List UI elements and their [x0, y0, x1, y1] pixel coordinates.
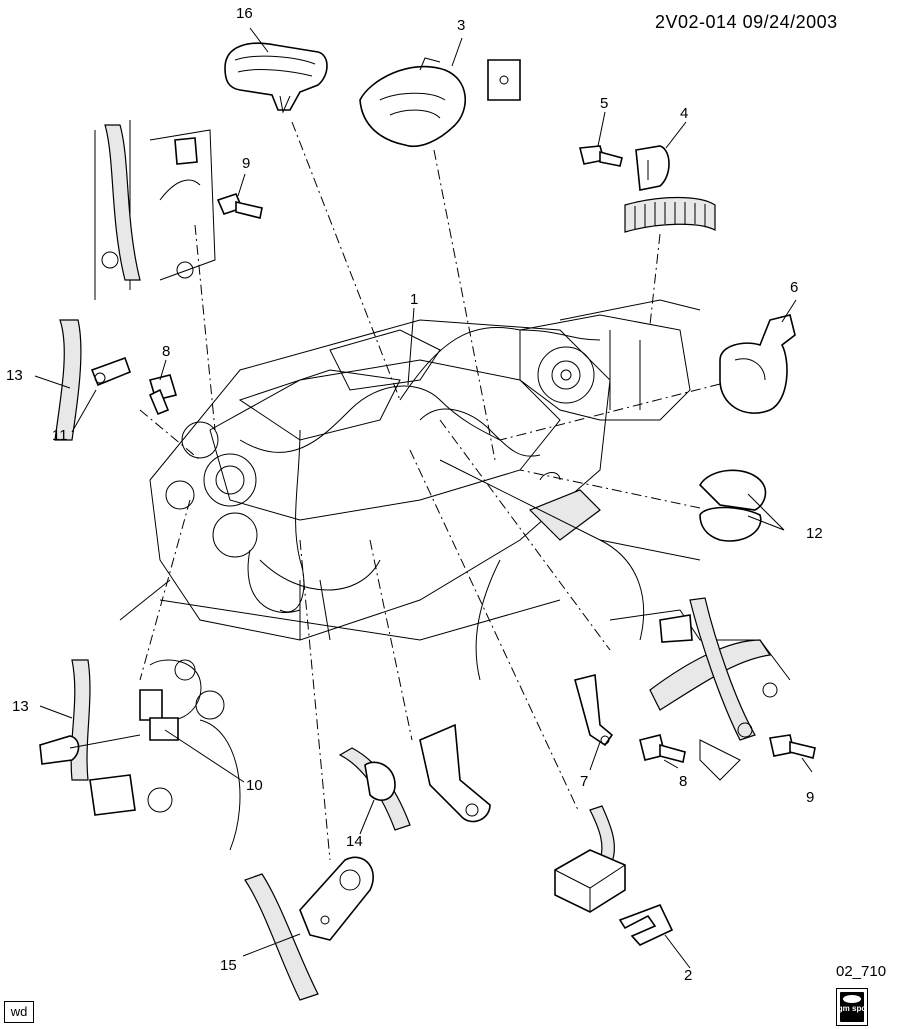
part-6-clamp: [719, 314, 796, 414]
callout-14: 14: [346, 833, 363, 850]
callout-15: 15: [220, 957, 237, 974]
callout-16: 16: [236, 5, 253, 22]
gm-spo-logo: gm spo: [836, 988, 868, 1026]
doc-date: 09/24/2003: [742, 12, 838, 32]
callout-10: 10: [246, 777, 263, 794]
wd-label: wd: [4, 1001, 34, 1023]
doc-code: 2V02-014: [655, 12, 738, 32]
callout-13-bottom: 13: [12, 698, 29, 715]
figure-code: 02_710: [836, 963, 886, 980]
callout-5: 5: [600, 95, 608, 112]
callout-12: 12: [806, 525, 823, 542]
part-5-bolt: [578, 145, 623, 167]
callout-1: 1: [410, 291, 418, 308]
callout-3: 3: [457, 17, 465, 34]
callout-9-top: 9: [242, 155, 250, 172]
part-16-loom-clip: [224, 42, 328, 114]
callout-7: 7: [580, 773, 588, 790]
callout-4: 4: [680, 105, 688, 122]
gm-logo-oval: [843, 995, 861, 1003]
detail-lower-right: [574, 597, 816, 781]
engine-assembly: [119, 299, 701, 681]
part-12-grommet: [698, 469, 767, 542]
callout-2: 2: [684, 967, 692, 984]
part-15-bracket: [244, 856, 374, 1001]
callout-8-right: 8: [679, 773, 687, 790]
detail-left: [54, 319, 178, 441]
callout-8-left: 8: [162, 343, 170, 360]
part-4-clamp: [624, 145, 716, 233]
document-code: 2V02-014 09/24/2003: [655, 12, 838, 33]
gm-logo-text: gm spo: [837, 1004, 867, 1013]
callout-9-right: 9: [806, 789, 814, 806]
part-14-bracket: [338, 723, 491, 831]
leader-lines: [34, 27, 813, 969]
detail-upper-left: [94, 120, 263, 300]
callout-11: 11: [52, 427, 68, 444]
part-2-sensor: [554, 805, 674, 946]
callouts: 16 3 5 4 9 6 1 8 13 11 12 13 10 7 8 9 14…: [6, 5, 823, 984]
callout-6: 6: [790, 279, 798, 296]
part-3-retainer: [359, 57, 521, 147]
detail-lower-left: [39, 659, 241, 851]
callout-13-top: 13: [6, 367, 23, 384]
